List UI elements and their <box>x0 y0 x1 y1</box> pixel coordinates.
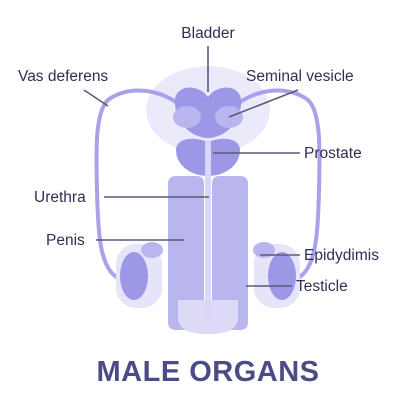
urethra-tube <box>205 140 211 320</box>
diagram-title: MALE ORGANS <box>97 356 320 388</box>
epididymis-left-shape <box>141 242 163 258</box>
penis-shaft <box>168 176 204 330</box>
label-seminal-vesicle: Seminal vesicle <box>246 68 354 85</box>
vas-deferens-left-duct <box>94 88 188 280</box>
label-vas-deferens: Vas deferens <box>18 68 108 85</box>
label-testicle: Testicle <box>296 278 348 295</box>
epididymis-right-shape <box>253 242 275 258</box>
testicle-left <box>120 252 148 300</box>
penis-shaft-right <box>212 176 248 330</box>
label-urethra: Urethra <box>34 189 86 206</box>
leader-seminal-vesicle <box>228 89 299 118</box>
urethra-tip <box>205 296 211 326</box>
label-bladder: Bladder <box>181 25 234 42</box>
seminal-vesicle-left <box>173 106 201 128</box>
label-prostate: Prostate <box>304 145 362 162</box>
label-epididymis: Epidydimis <box>304 247 379 264</box>
vas-deferens-right-duct <box>228 88 322 280</box>
testicle-right <box>268 252 296 300</box>
label-penis: Penis <box>46 232 85 249</box>
leader-vas-deferens <box>83 89 109 107</box>
